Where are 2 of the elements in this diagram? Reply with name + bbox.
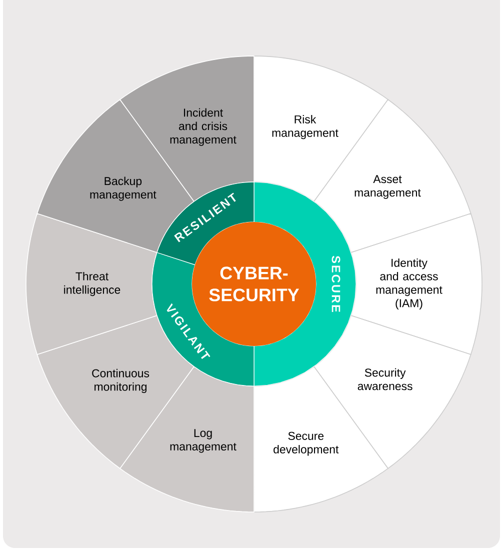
- wedge-segment: Threat intelligence: [26, 213, 158, 355]
- wedge-segment: Identity and access management (IAM): [350, 213, 482, 355]
